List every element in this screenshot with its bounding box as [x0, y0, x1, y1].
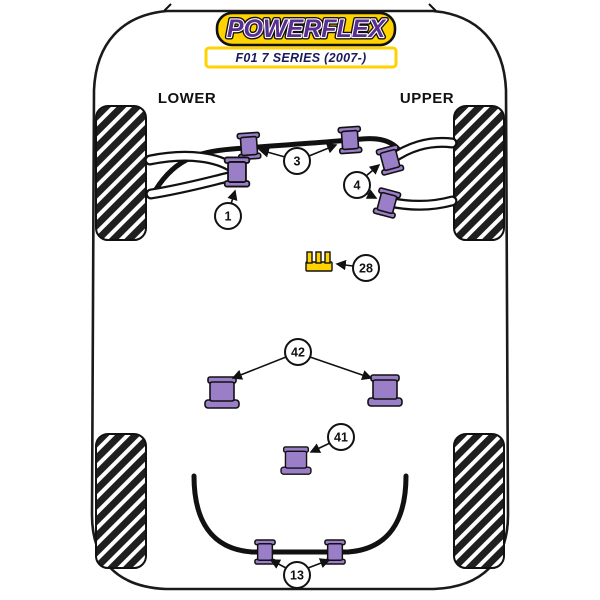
callout-number: 4: [354, 179, 361, 193]
arrow-13-right: [307, 558, 331, 569]
label-lower: LOWER: [158, 90, 216, 107]
callout-13[interactable]: 13: [283, 561, 311, 589]
insert-tooth-2: [315, 251, 322, 264]
wheel-front-right: [453, 105, 505, 241]
callout-number: 3: [294, 155, 301, 169]
callout-circle[interactable]: [343, 171, 371, 199]
callout-number: 13: [290, 569, 304, 583]
rear-bar-line: [191, 473, 409, 555]
callout-41[interactable]: 41: [327, 423, 355, 451]
callout-circle[interactable]: [327, 423, 355, 451]
model-text: F01 7 SERIES (2007-): [235, 51, 366, 65]
callout-number: 41: [334, 431, 348, 445]
arrow-28: [335, 259, 354, 271]
mirror-mark-right: [428, 3, 437, 12]
arrow-1: [227, 189, 238, 205]
arrow-4-top: [365, 163, 381, 177]
arrow-13-left: [269, 559, 287, 569]
callout-28[interactable]: 28: [352, 254, 380, 282]
callout-circle[interactable]: [352, 254, 380, 282]
arrow-42-right: [309, 356, 373, 381]
model-label: F01 7 SERIES (2007-): [204, 46, 398, 69]
model-background: [204, 46, 398, 69]
callout-number: 42: [291, 346, 305, 360]
insert-tooth-3: [324, 251, 331, 264]
callout-circle[interactable]: [284, 338, 312, 366]
callout-number: 28: [359, 262, 373, 276]
mirror-mark-left: [163, 3, 172, 12]
arrow-3-left: [258, 147, 286, 158]
arrow-42-left: [231, 356, 287, 380]
logo-background: [215, 11, 397, 47]
wheel-rear-right: [453, 433, 505, 569]
wheel-rear-left: [95, 433, 147, 569]
callout-1[interactable]: 1: [214, 202, 242, 230]
callout-number: 1: [225, 210, 232, 224]
bushing-42-left: [204, 376, 240, 409]
arrow-41: [309, 442, 331, 453]
front-lower-arm: [144, 150, 251, 200]
arrow-3-right: [308, 143, 338, 157]
label-upper: UPPER: [400, 90, 454, 107]
callout-circle[interactable]: [283, 561, 311, 589]
insert-tooth-1: [306, 251, 313, 264]
brand-text-outline: POWERFLEX: [227, 15, 387, 43]
brand-text: POWERFLEX: [227, 15, 387, 43]
callout-circle[interactable]: [214, 202, 242, 230]
rear-antiroll-bar: [191, 473, 409, 565]
callout-circle[interactable]: [283, 147, 311, 175]
lower-arm-bushing: [223, 156, 251, 188]
callout-3[interactable]: 3: [283, 147, 311, 175]
powerflex-logo: POWERFLEX POWERFLEX POWERFLEX: [215, 11, 397, 47]
callout-4[interactable]: 4: [343, 171, 371, 199]
brand-text-highlight: POWERFLEX: [227, 15, 387, 43]
bushing-41: [280, 446, 312, 475]
callout-42[interactable]: 42: [284, 338, 312, 366]
bushing-42-right: [367, 374, 403, 407]
wheel-front-left: [95, 105, 147, 241]
part-28-yellow-insert: [305, 251, 333, 272]
front-bar-bushing-left: [236, 131, 262, 161]
front-upper-arms: [372, 136, 458, 220]
front-bar-bushing-right: [337, 125, 363, 155]
